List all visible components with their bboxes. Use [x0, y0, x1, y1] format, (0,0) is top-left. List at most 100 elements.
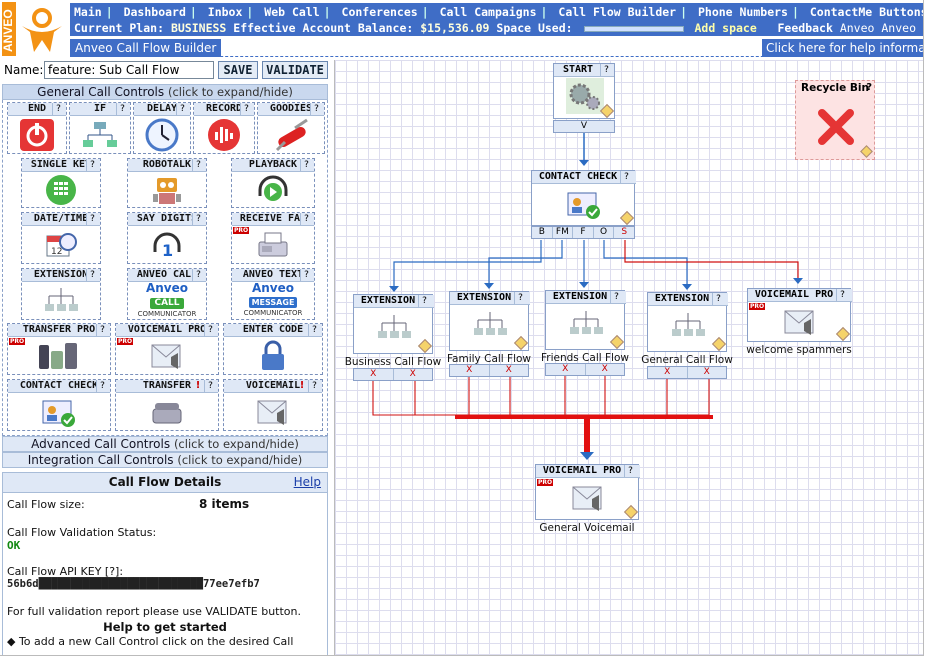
control-single-key[interactable]: SINGLE KEY? — [21, 158, 101, 208]
help-icon[interactable]: ? — [96, 380, 108, 392]
output-x[interactable]: X — [354, 369, 394, 380]
voicemail-box[interactable]: VOICEMAIL PRO? PRO — [747, 288, 852, 342]
advanced-controls-header[interactable]: Advanced Call Controls (click to expand/… — [2, 436, 328, 452]
nav-conferences[interactable]: Conferences — [341, 5, 418, 19]
output-b[interactable]: B — [532, 227, 553, 238]
details-help-link[interactable]: Help — [293, 475, 321, 489]
help-icon[interactable]: ? — [300, 159, 312, 171]
nav-call-campaigns[interactable]: Call Campaigns — [439, 5, 537, 19]
help-icon[interactable]: ? — [96, 324, 108, 336]
voicemail-box[interactable]: VOICEMAIL PRO? PRO — [535, 464, 640, 520]
control-extension[interactable]: EXTENSION? — [21, 268, 101, 320]
api-key-label[interactable]: Call Flow API KEY [?]: — [7, 565, 124, 578]
help-icon[interactable]: ? — [418, 295, 430, 307]
general-controls-header[interactable]: General Call Controls (click to expand/h… — [2, 84, 328, 100]
help-icon[interactable]: ? — [192, 269, 204, 281]
control-anveo-call[interactable]: ANVEO CALL? Anveo CALL COMMUNICATOR — [127, 268, 207, 320]
control-record[interactable]: RECORD? — [193, 102, 255, 154]
help-icon[interactable]: ? — [836, 289, 848, 301]
nav-contactme-buttons[interactable]: ContactMe Buttons — [809, 5, 924, 19]
output-x[interactable]: X — [450, 365, 490, 376]
flow-canvas[interactable]: Recycle Bin? START? V CONTACT CHECK? B F… — [334, 60, 923, 655]
control-voicemail[interactable]: VOICEMAIL!? — [223, 379, 323, 431]
control-goodies[interactable]: GOODIES? — [257, 102, 325, 154]
edit-pencil-icon[interactable] — [609, 334, 625, 350]
nav-main[interactable]: Main — [74, 5, 102, 19]
help-icon[interactable]: ? — [624, 465, 636, 477]
extension-box[interactable]: EXTENSION? — [647, 292, 728, 352]
help-icon[interactable]: ? — [204, 380, 216, 392]
help-icon[interactable]: ? — [600, 64, 612, 76]
control-transfer[interactable]: TRANSFER!? — [115, 379, 219, 431]
output-f[interactable]: F — [573, 227, 594, 238]
output-fm[interactable]: FM — [553, 227, 574, 238]
output-x[interactable]: X — [703, 367, 710, 377]
output-s[interactable]: S — [621, 227, 628, 237]
control-delay[interactable]: DELAY? — [133, 102, 191, 154]
help-icon[interactable]: ? — [310, 103, 322, 115]
nav-call-flow-builder[interactable]: Call Flow Builder — [558, 5, 677, 19]
output-x[interactable]: X — [601, 364, 608, 374]
extension-box[interactable]: EXTENSION? — [353, 294, 434, 354]
nav-web-call[interactable]: Web Call — [264, 5, 320, 19]
help-icon[interactable]: ? — [192, 159, 204, 171]
nav-inbox[interactable]: Inbox — [207, 5, 243, 19]
add-space-link[interactable]: Add space — [694, 21, 757, 35]
start-box[interactable]: START? — [553, 63, 615, 119]
feedback-link[interactable]: Feedback — [777, 21, 833, 35]
help-icon[interactable]: ? — [308, 324, 320, 336]
help-icon[interactable]: ? — [240, 103, 252, 115]
output-x[interactable]: X — [505, 365, 512, 375]
edit-pencil-icon[interactable] — [513, 335, 529, 351]
anveo-logo[interactable]: ANVEO — [1, 2, 66, 56]
control-date-time[interactable]: DATE/TIME? 12 — [21, 212, 101, 264]
control-if[interactable]: IF? — [69, 102, 131, 154]
control-playback[interactable]: PLAYBACK? — [231, 158, 315, 208]
control-enter-code[interactable]: ENTER CODE? — [223, 323, 323, 375]
edit-pencil-icon[interactable] — [835, 326, 851, 342]
save-button[interactable]: SAVE — [218, 61, 258, 79]
output-x[interactable]: X — [409, 369, 416, 379]
help-icon[interactable]: ? — [86, 213, 98, 225]
nav-dashboard[interactable]: Dashboard — [123, 5, 186, 19]
control-say-digits[interactable]: SAY DIGITS? 1 — [127, 212, 207, 264]
extension-box[interactable]: EXTENSION? — [545, 290, 626, 350]
control-end[interactable]: END? — [7, 102, 67, 154]
help-icon[interactable]: ? — [866, 82, 872, 93]
control-receive-fax[interactable]: RECEIVE FAX? PRO — [231, 212, 315, 264]
edit-pencil-icon[interactable] — [860, 145, 873, 158]
recycle-bin[interactable]: Recycle Bin? — [795, 80, 875, 160]
contact-check-box[interactable]: CONTACT CHECK? — [531, 170, 636, 226]
help-icon[interactable]: ? — [52, 103, 64, 115]
user-name[interactable]: Anveo Anveo — [839, 21, 916, 35]
edit-pencil-icon[interactable] — [619, 210, 635, 226]
help-icon[interactable]: ? — [308, 380, 320, 392]
control-robotalk[interactable]: ROBOTALK? — [127, 158, 207, 208]
call-flow-name-input[interactable] — [44, 61, 214, 79]
control-anveo-text[interactable]: ANVEO TEXT? Anveo MESSAGE COMMUNICATOR — [231, 268, 315, 320]
help-icon[interactable]: ? — [86, 159, 98, 171]
output-o[interactable]: O — [594, 227, 615, 238]
help-icon[interactable]: ? — [116, 103, 128, 115]
control-voicemail-pro[interactable]: VOICEMAIL PRO? PRO — [115, 323, 219, 375]
help-icon[interactable]: ? — [300, 269, 312, 281]
help-icon[interactable]: ? — [620, 171, 632, 183]
help-icon[interactable]: ? — [514, 292, 526, 304]
help-info-link[interactable]: Click here for help information — [762, 39, 923, 57]
output-v[interactable]: V — [580, 121, 588, 131]
validate-button[interactable]: VALIDATE — [262, 61, 328, 79]
edit-pencil-icon[interactable] — [711, 336, 727, 352]
control-contact-check[interactable]: CONTACT CHECK? — [7, 379, 111, 431]
extension-box[interactable]: EXTENSION? — [449, 291, 530, 351]
nav-phone-numbers[interactable]: Phone Numbers — [697, 5, 788, 19]
help-icon[interactable]: ? — [300, 213, 312, 225]
help-icon[interactable]: ? — [176, 103, 188, 115]
output-x[interactable]: X — [546, 364, 586, 375]
output-x[interactable]: X — [648, 367, 688, 378]
help-icon[interactable]: ? — [192, 213, 204, 225]
help-icon[interactable]: ? — [712, 293, 724, 305]
integration-controls-header[interactable]: Integration Call Controls (click to expa… — [2, 452, 328, 468]
help-icon[interactable]: ? — [86, 269, 98, 281]
edit-pencil-icon[interactable] — [417, 338, 433, 354]
help-icon[interactable]: ? — [610, 291, 622, 303]
